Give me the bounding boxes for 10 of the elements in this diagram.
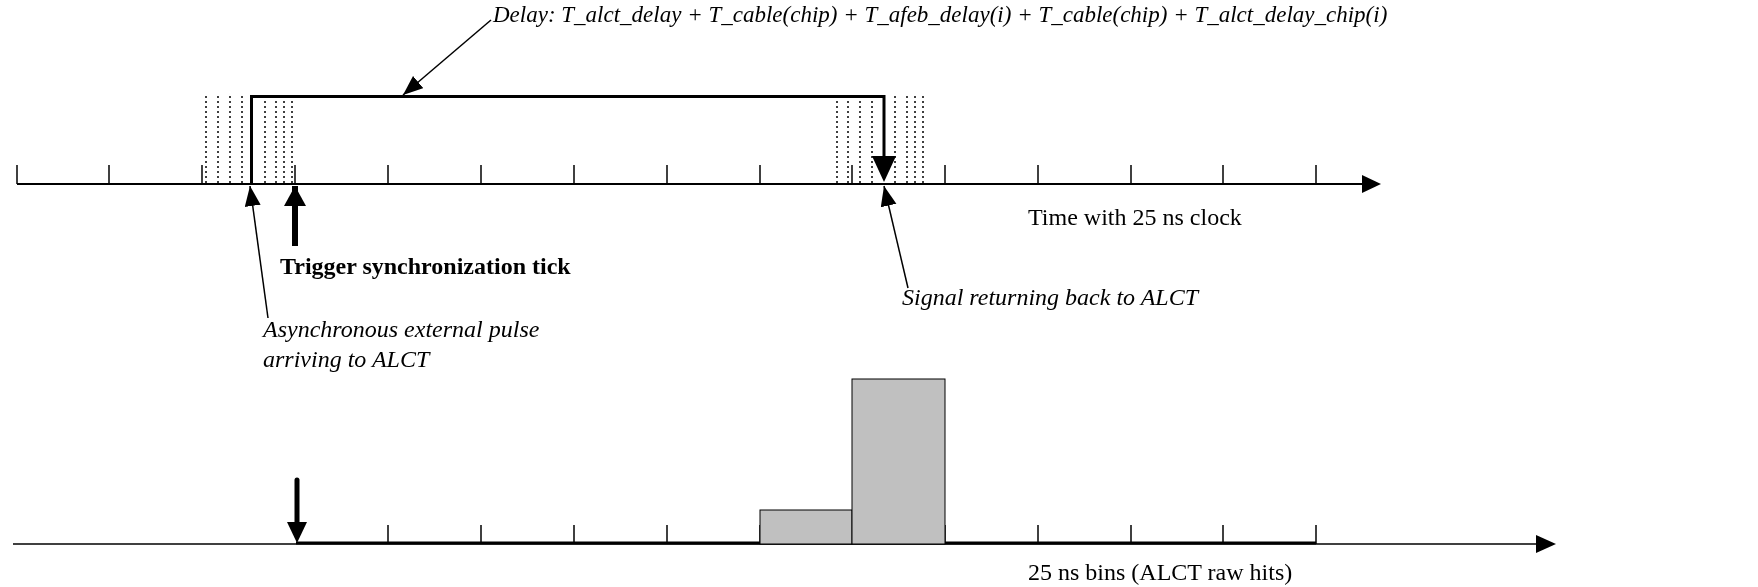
arrow [284,186,306,246]
delay-formula: Delay: T_alct_delay + T_cable(chip) + T_afeb_delay(i) + T_cable(chip) + T_alct_delay_chip(i) [493,2,1388,28]
pulse-arrival-label: Asynchronous external pulse arriving to ALCT [263,315,541,374]
axis-label: Time with 25 ns clock [1028,203,1242,231]
signal-return-label: Signal returning back to ALCT [902,283,1198,311]
leader-line [244,185,269,319]
trigger-tick-label: Trigger synchronization tick [280,252,571,280]
leader-line [880,185,909,289]
leader-line [402,19,492,96]
axis-label: 25 ns bins (ALCT raw hits) [1028,558,1293,586]
